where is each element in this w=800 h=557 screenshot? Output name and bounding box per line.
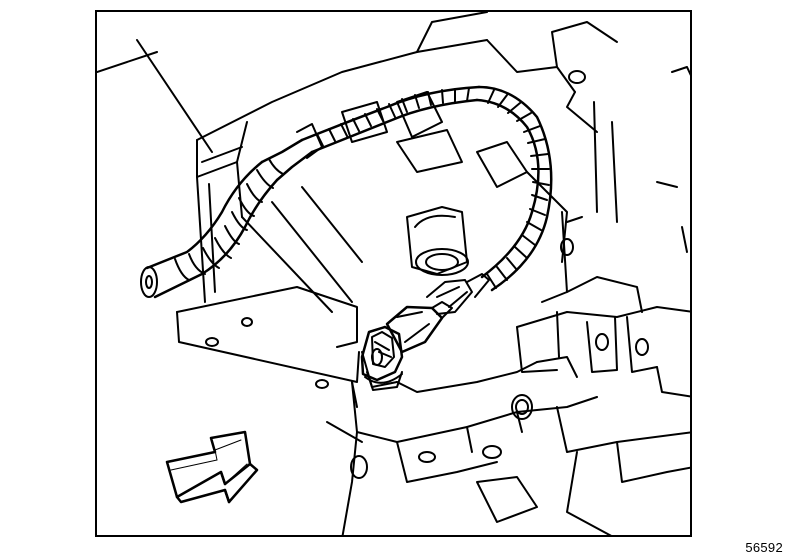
harness-connector [385, 273, 490, 354]
direction-arrow-icon [165, 430, 259, 504]
wiring-harness [140, 85, 553, 299]
engine-block-illustration [97, 12, 690, 535]
knock-sensor [360, 325, 404, 391]
illustration-frame [95, 10, 692, 537]
figure-number: 56592 [745, 540, 783, 555]
engine-block [97, 12, 690, 535]
